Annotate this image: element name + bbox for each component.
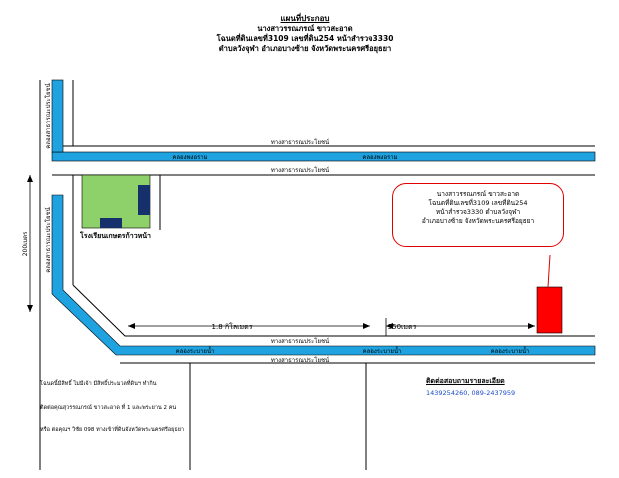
land-callout: นางสาวรรณภรณ์ ขาวสะอาด โฉนดที่ดินเลขที่3…	[392, 183, 564, 247]
label-bottom-canal-1: คลองระบายน้ำ	[176, 345, 215, 355]
label-bottom-highway-1: ทางสาธารณประโยชน์	[271, 337, 329, 345]
title-line-4: ตำบลวังจุฬา อำเภอบางซ้าย จังหวัดพระนครศร…	[218, 44, 392, 53]
callout-line-3: หน้าสำรวจ3330 ตำบลวังจุฬา	[435, 208, 521, 216]
label-top-highway-1: ทางสาธารณประโยชน์	[271, 138, 329, 146]
contact-block: ติดต่อสอบถามรายละเอียด 1439254260, 089-2…	[426, 376, 515, 397]
label-distance-left: 1.8 กิโลเมตร	[212, 322, 253, 331]
label-vertical-canal-bottom: คลองสาธารณะประโยชน์	[44, 207, 52, 273]
callout-line-2: โฉนดที่ดินเลขที่3109 เลขที่ดิน254	[428, 199, 528, 207]
title-line-1: แผนที่ประกอบ	[280, 14, 330, 23]
label-bottom-highway-2: ทางสาธารณประโยชน์	[271, 356, 329, 364]
note-line-2: ติดต่อคุณสุวรรณภรณ์ ขาวสะอาด ที่ 1 และพร…	[40, 405, 177, 411]
label-vertical-canal-top: คลองสาธารณะประโยชน์	[44, 83, 52, 149]
label-vertical-distance: 200เมตร	[22, 231, 29, 256]
contact-phones: 1439254260, 089-2437959	[426, 389, 516, 397]
label-top-canal-left: คลองพงอราม	[172, 154, 207, 161]
label-bottom-canal-3: คลองระบายน้ำ	[491, 345, 530, 355]
map-title: แผนที่ประกอบ นางสาวรรณภรณ์ ขาวสะอาด โฉนด…	[180, 14, 430, 54]
arrow-head-right-1	[363, 323, 370, 329]
label-bottom-canal-2: คลองระบายน้ำ	[363, 345, 402, 355]
arrow-head-right-2	[528, 323, 535, 329]
school-building-2	[100, 218, 122, 228]
top-canal	[51, 151, 596, 162]
arrow-head-left-2	[386, 323, 393, 329]
note-line-3: หรือ ต่อคุณฯ วิชัย 098 ทางเข้าที่ดินจังห…	[40, 427, 185, 433]
title-line-2: นางสาวรรณภรณ์ ขาวสะอาด	[257, 24, 353, 33]
arrow-head-up	[27, 175, 33, 182]
callout-pointer	[547, 254, 551, 288]
school-building-1	[138, 185, 150, 215]
label-distance-right: 350เมตร	[388, 323, 417, 331]
note-line-1: โฉนดนี้มีสิทธิ์ ไม่มีเจ้า มีสิทธิ์ประมวล…	[40, 381, 157, 387]
label-top-canal-right: คลองพงอราม	[362, 154, 397, 161]
callout-line-1: นางสาวรรณภรณ์ ขาวสะอาด	[436, 190, 520, 198]
diagonal-road-line-inner	[72, 284, 595, 337]
arrow-head-left-1	[128, 323, 135, 329]
land-plot-marker	[536, 286, 563, 334]
callout-line-4: อำเภอบางซ้าย จังหวัดพระนครศรีอยุธยา	[421, 217, 535, 225]
school-label: โรงเรียนเกษตรก้าวหน้า	[80, 232, 151, 240]
contact-heading: ติดต่อสอบถามรายละเอียด	[426, 377, 505, 385]
vertical-canal-top	[51, 79, 64, 153]
vertical-canal-bottom	[51, 194, 596, 356]
title-line-3: โฉนดที่ดินเลขที่3109 เลขที่ดิน254 หน้าสำ…	[216, 34, 394, 43]
label-top-highway-2: ทางสาธารณประโยชน์	[271, 166, 329, 174]
arrow-head-down	[27, 305, 33, 312]
